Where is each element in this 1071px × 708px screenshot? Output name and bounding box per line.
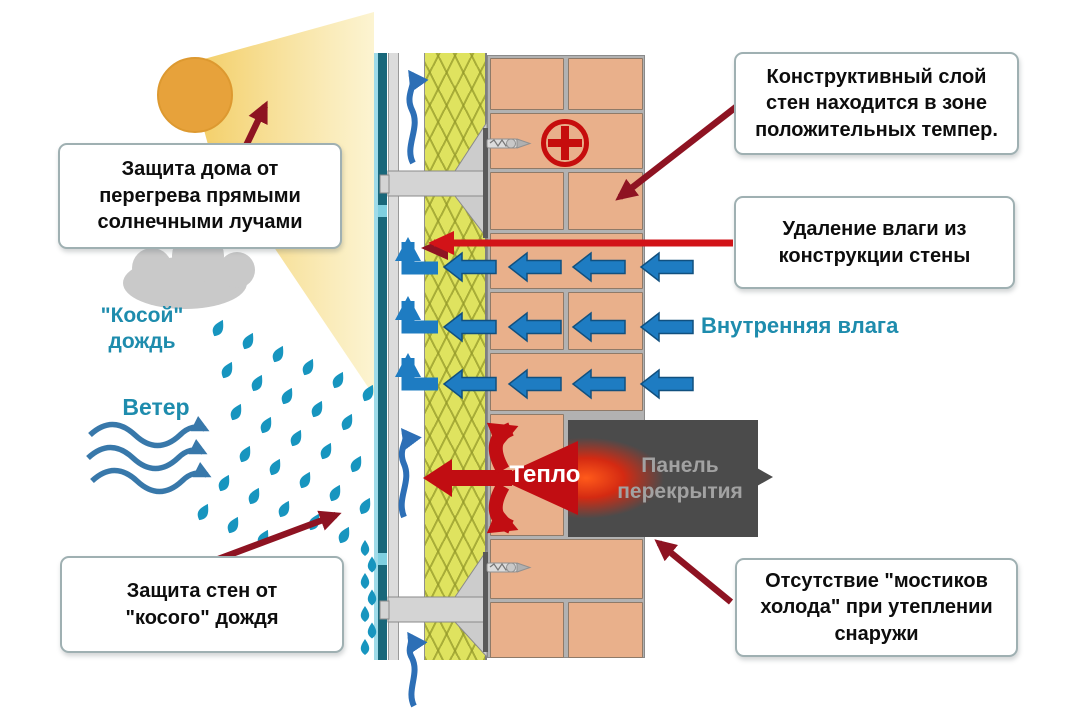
- floor-slab-panel: [568, 420, 773, 537]
- raindrop: [360, 540, 370, 556]
- raindrop: [218, 474, 230, 492]
- callout-cold-bridges: Отсутствие "мостиков холода" при утеплен…: [735, 558, 1018, 657]
- raindrop: [260, 416, 272, 434]
- raindrop: [360, 606, 370, 622]
- raindrop: [290, 429, 302, 447]
- raindrop: [272, 345, 284, 363]
- raindrop: [251, 374, 263, 392]
- raindrop: [230, 403, 242, 421]
- wind-label: Ветер: [122, 394, 190, 420]
- raindrop: [302, 358, 314, 376]
- brick: [568, 58, 643, 110]
- brick: [490, 353, 643, 411]
- callout-rain-protection: Защита стен от "косого" дождя: [60, 556, 344, 653]
- subframe-profile-layer: [388, 53, 399, 660]
- raindrop: [320, 442, 332, 460]
- facade-joint: [378, 553, 387, 565]
- brick: [490, 113, 643, 169]
- brick: [490, 292, 564, 350]
- raindrop: [242, 332, 254, 350]
- brick-wall-layer: [487, 55, 645, 658]
- airflow-arrows: [398, 69, 429, 708]
- heat-glow: [568, 420, 758, 537]
- callout-moisture-removal: Удаление влаги из конструкции стены: [734, 196, 1015, 289]
- moisture-arrow: [639, 368, 694, 400]
- raindrop: [360, 639, 370, 655]
- callout-structural-layer: Конструктивный слой стен находится в зон…: [734, 52, 1019, 155]
- heat-label: Тепло: [509, 461, 581, 488]
- raindrop: [329, 484, 341, 502]
- raindrop: [257, 529, 269, 547]
- brick: [490, 539, 643, 599]
- raindrop: [359, 497, 371, 515]
- raindrop: [239, 445, 251, 463]
- raindrop: [332, 371, 344, 389]
- floor-slab-label: Панель перекрытия: [617, 454, 743, 503]
- brick: [490, 602, 564, 658]
- raindrop: [278, 500, 290, 518]
- raindrop: [212, 319, 224, 337]
- facade-panel-edge: [374, 53, 378, 660]
- brick: [490, 172, 564, 230]
- brick: [490, 233, 643, 289]
- raindrop: [197, 503, 209, 521]
- sun-icon: [157, 57, 233, 133]
- raindrop: [248, 487, 260, 505]
- facade-joint: [378, 205, 387, 217]
- slab-notch: [757, 468, 773, 486]
- raindrop: [338, 526, 350, 544]
- raindrop: [299, 471, 311, 489]
- facade-cladding-layer: [378, 53, 387, 660]
- raindrop: [281, 387, 293, 405]
- raindrop: [269, 458, 281, 476]
- rain-protection-arrow: [211, 510, 342, 565]
- raindrop: [221, 361, 233, 379]
- brick: [568, 602, 643, 658]
- moisture-arrow: [639, 251, 694, 283]
- raindrop: [360, 573, 370, 589]
- raindrop: [311, 400, 323, 418]
- inner-moisture-label: Внутренняя влага: [701, 313, 899, 338]
- cold-bridge-arrow: [654, 539, 734, 605]
- raindrop: [227, 516, 239, 534]
- raindrop: [308, 513, 320, 531]
- moisture-arrow: [639, 311, 694, 343]
- rain-label: "Косой" дождь: [100, 304, 184, 354]
- wind-arrows: [86, 416, 212, 495]
- insulation-layer: [424, 53, 487, 660]
- brick: [568, 172, 643, 230]
- callout-sun-protection: Защита дома от перегрева прямыми солнечн…: [58, 143, 342, 249]
- brick: [490, 58, 564, 110]
- raindrop: [350, 455, 362, 473]
- brick: [568, 292, 643, 350]
- raindrop: [341, 413, 353, 431]
